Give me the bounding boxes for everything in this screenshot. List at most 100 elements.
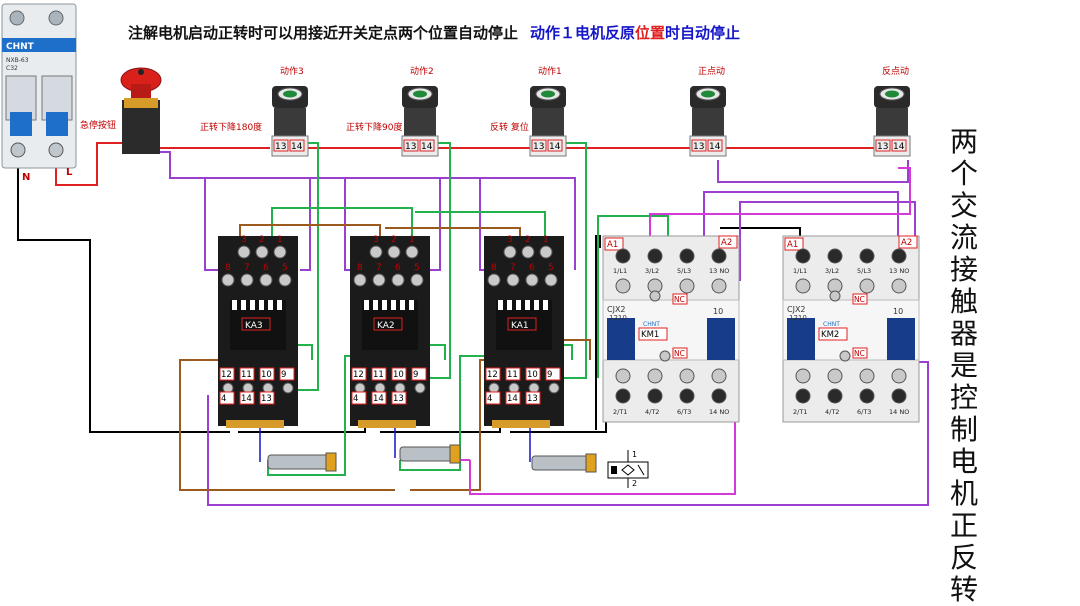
relay-term: 13 — [261, 394, 272, 404]
relay-term: 7 — [510, 263, 516, 273]
terminal-14: 14 — [709, 142, 721, 152]
relay-term: 3 — [241, 235, 247, 245]
title-black: 注解电机启动正转时可以用接近开关定点两个位置自动停止 — [128, 24, 519, 42]
contactor-bot-term: 4/T2 — [825, 408, 839, 416]
terminal-13: 13 — [275, 142, 286, 152]
relay-term: 1 — [277, 235, 283, 245]
contactor-code: 1210 — [789, 314, 807, 322]
contactor-a1: A1 — [607, 240, 618, 250]
breaker-n-label: N — [22, 172, 30, 183]
proximity-sensor-symbol: 1 2 — [607, 450, 649, 488]
contactor-bot-term: 2/T1 — [793, 408, 807, 416]
relay-name: KA3 — [245, 321, 263, 331]
relay-term: 10 — [527, 370, 538, 380]
contactor-brand: CHNT — [823, 321, 840, 328]
emergency-stop-button[interactable] — [120, 67, 162, 154]
relay-term: 6 — [263, 263, 269, 273]
contactor-a1: A1 — [787, 240, 798, 250]
terminal-14: 14 — [291, 142, 303, 152]
contactor-top-term: 3/L2 — [645, 267, 659, 275]
contactor-a2: A2 — [901, 238, 912, 248]
push-button-4[interactable]: 正点动 13 14 — [689, 66, 727, 157]
terminal-14: 14 — [893, 142, 905, 152]
relay-term: 7 — [376, 263, 382, 273]
contactor-top-term: 1/L1 — [793, 267, 807, 275]
terminal-14: 14 — [549, 142, 561, 152]
title-red: 位置 — [635, 24, 666, 42]
relay-term: 12 — [221, 370, 232, 380]
relay-name: KA1 — [511, 321, 529, 331]
contactor-brand: CHNT — [643, 321, 660, 328]
relay-term: 8 — [491, 263, 497, 273]
contactor-top-term: 5/L3 — [677, 267, 691, 275]
push-button-label: 动作3 — [280, 65, 304, 77]
contactor-aux: 10 — [713, 307, 723, 316]
contactor-code: 1210 — [609, 314, 627, 322]
relay-term: 3 — [373, 235, 379, 245]
relay-term: 8 — [225, 263, 231, 273]
title-blue-2: 时自动停止 — [665, 24, 741, 42]
relay-term: 2 — [259, 235, 265, 245]
push-button-side-label: 反转 复位 — [490, 121, 529, 133]
title: 注解电机启动正转时可以用接近开关定点两个位置自动停止动作１电机反原位置时自动停止 — [128, 22, 740, 43]
circuit-breaker: CHNT NXB-63 C32 N L — [1, 3, 77, 183]
relay-term: 11 — [373, 370, 384, 380]
relay-term: 4 — [353, 394, 358, 404]
sensor-symbol-t2: 2 — [632, 479, 637, 488]
relay-term: 8 — [357, 263, 363, 273]
relay-term: 2 — [391, 235, 397, 245]
wire-purple-1 — [160, 151, 576, 271]
contactor-model: CJX2 — [787, 305, 806, 314]
wire-purple-3 — [717, 160, 909, 183]
relay-term: 13 — [393, 394, 404, 404]
relay-name: KA2 — [377, 321, 395, 331]
vertical-note: 两个交流接触器是控制电机正反转 — [949, 125, 978, 606]
contactor-top-term: 3/L2 — [825, 267, 839, 275]
relay-term: 4 — [221, 394, 226, 404]
contactor-name: KM1 — [641, 330, 659, 340]
relay-term: 10 — [393, 370, 404, 380]
contactor-bot-term: 6/T3 — [677, 408, 691, 416]
contactor-nc-bot: NC — [854, 349, 865, 358]
push-button-label: 动作1 — [538, 65, 562, 77]
terminal-13: 13 — [693, 142, 704, 152]
proximity-sensor-1 — [267, 452, 337, 472]
relay-term: 13 — [527, 394, 538, 404]
relay-term: 1 — [543, 235, 549, 245]
title-blue-1: 动作１电机反原 — [530, 24, 636, 42]
relay-term: 12 — [487, 370, 498, 380]
terminal-13: 13 — [877, 142, 888, 152]
wire-purple-6 — [703, 191, 899, 240]
relay-term: 12 — [353, 370, 364, 380]
contactor-model: CJX2 — [607, 305, 626, 314]
relay-term: 11 — [241, 370, 252, 380]
relay-term: 10 — [261, 370, 272, 380]
breaker-l-label: L — [66, 167, 73, 178]
relay-term: 1 — [409, 235, 415, 245]
contactor-nc-top: NC — [854, 295, 865, 304]
proximity-sensor-3 — [531, 453, 597, 473]
contactor-top-term: 1/L1 — [613, 267, 627, 275]
push-button-label: 正点动 — [698, 66, 725, 77]
relay-term: 2 — [525, 235, 531, 245]
relay-term: 7 — [244, 263, 250, 273]
relay-term: 9 — [413, 370, 418, 380]
relay-term: 11 — [507, 370, 518, 380]
contactor-top-term: 13 NO — [889, 267, 909, 275]
breaker-brand: CHNT — [6, 42, 35, 52]
relay-term: 14 — [373, 394, 384, 404]
relay-term: 5 — [548, 263, 554, 273]
wire-red-l — [55, 142, 124, 186]
